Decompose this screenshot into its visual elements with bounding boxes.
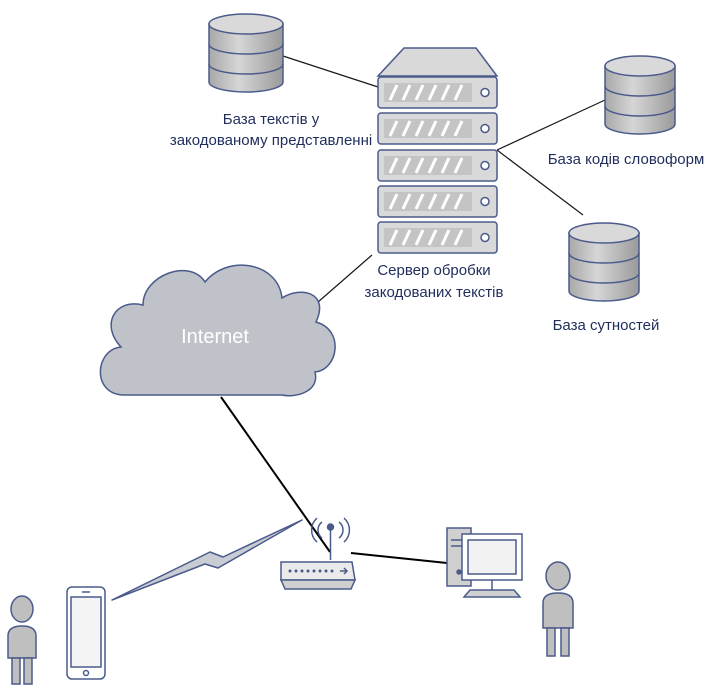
cloud-icon: [99, 264, 336, 397]
server-unit: [377, 76, 498, 109]
server-rack-icon: [376, 47, 499, 254]
database-icon: [604, 55, 676, 135]
link-server-db-entities: [496, 149, 584, 216]
link-server-db-texts: [282, 55, 379, 88]
server-label-2: закодованих текстів: [365, 284, 504, 301]
smartphone-icon: [66, 586, 106, 680]
db-texts-label-2: закодованому представленні: [170, 132, 372, 149]
database-icon: [208, 13, 284, 93]
server-unit: [377, 185, 498, 218]
lightning-bolt-icon: [111, 519, 303, 601]
wifi-router-icon: [279, 517, 357, 590]
server-unit: [377, 149, 498, 182]
db-entities-label: База сутностей: [553, 317, 660, 334]
link-server-db-wordforms: [496, 99, 606, 151]
cloud-label: Internet: [181, 326, 249, 348]
server-unit: [377, 112, 498, 145]
server-label-1: Сервер обробки: [377, 262, 490, 279]
desktop-computer-icon: [446, 527, 523, 598]
link-router-desktop: [350, 552, 448, 564]
server-unit: [377, 221, 498, 254]
database-icon: [568, 222, 640, 302]
person-icon: [7, 595, 37, 685]
link-cloud-router: [220, 396, 331, 553]
db-wordforms-label: База кодів словоформ: [548, 151, 705, 168]
db-texts-label-1: База текстів у: [223, 111, 320, 128]
person-icon: [542, 561, 574, 657]
